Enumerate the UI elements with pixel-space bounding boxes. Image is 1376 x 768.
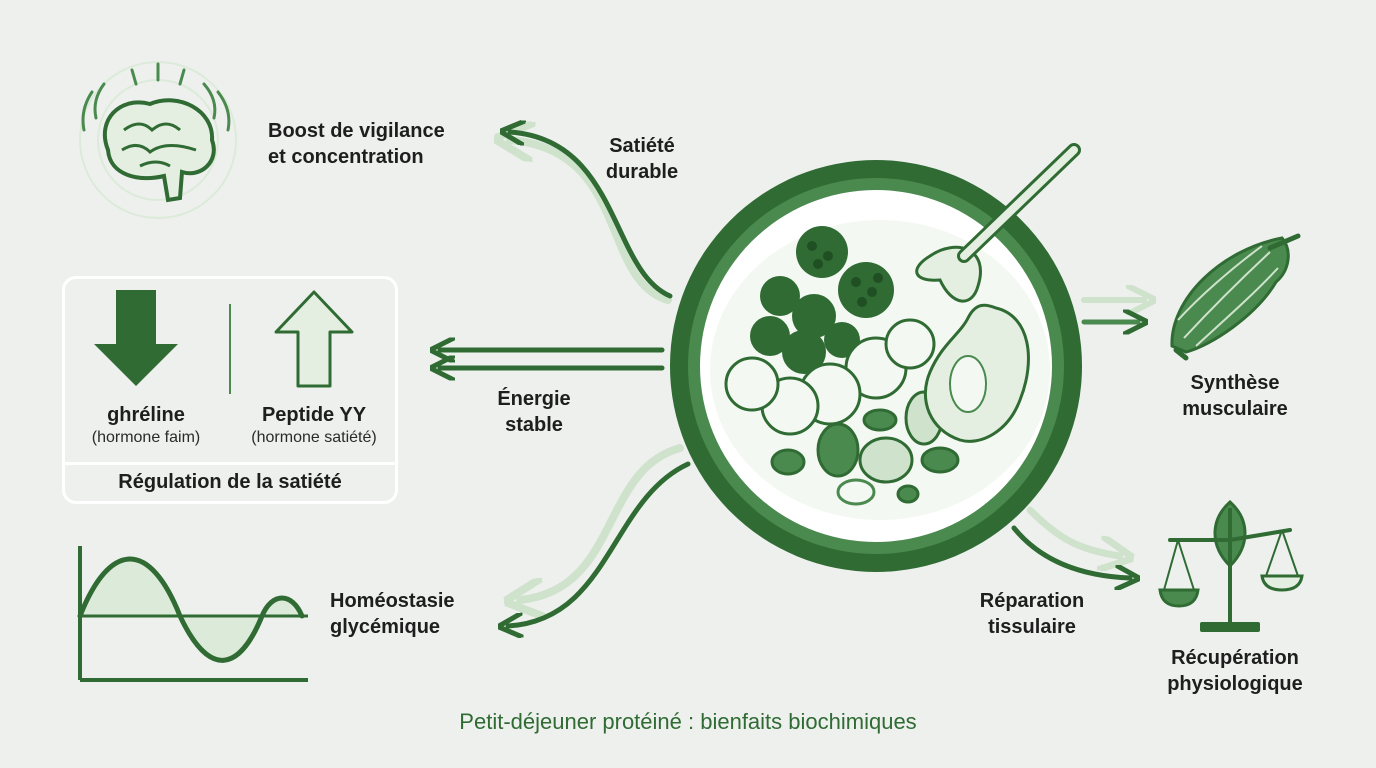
arrow-to-synthese [1081, 300, 1144, 322]
protein-bowl-illustration [670, 143, 1082, 572]
brain-icon [79, 61, 237, 219]
peptide-yy-block: Peptide YY (hormone satiété) [230, 402, 398, 448]
arrow-up-icon [274, 290, 354, 388]
caption: Petit-déjeuner protéiné : bienfaits bioc… [459, 709, 917, 734]
label-satiete: Satiété durable [582, 133, 702, 185]
label-reparation-line1: Réparation [979, 590, 1085, 612]
label-homeostasie-line1: Homéostasie [330, 590, 455, 612]
ghreline-sub: (hormone faim) [91, 429, 201, 446]
label-recuperation: Récupération physiologique [1146, 645, 1324, 697]
label-homeostasie: Homéostasie glycémique [330, 588, 455, 640]
arrow-down-icon [94, 290, 178, 386]
label-energie-line2: stable [505, 414, 563, 436]
glycemic-wave-icon [77, 546, 308, 682]
regulation-footer-text: Régulation de la satiété [118, 471, 342, 493]
label-energie-line1: Énergie [497, 388, 571, 410]
label-vigilance-line1: Boost de vigilance [268, 120, 445, 142]
label-synthese: Synthèse musculaire [1160, 370, 1310, 422]
label-energie: Énergie stable [474, 386, 594, 438]
muscle-icon [1170, 233, 1301, 361]
peptide-yy-name: Peptide YY [261, 404, 367, 426]
arrow-to-vigilance [510, 132, 673, 304]
ghreline-block: ghréline (hormone faim) [62, 402, 230, 448]
label-recuperation-line2: physiologique [1167, 673, 1303, 695]
ghreline-name: ghréline [107, 404, 185, 426]
label-reparation-line2: tissulaire [988, 616, 1076, 638]
regulation-panel [62, 276, 398, 504]
label-satiete-line2: durable [605, 161, 679, 183]
regulation-footer: Régulation de la satiété [62, 469, 398, 495]
label-vigilance-line2: et concentration [268, 146, 424, 168]
arrow-to-recuperation [1011, 506, 1130, 578]
arrow-to-homeostasie [508, 444, 691, 626]
label-recuperation-line1: Récupération [1171, 647, 1299, 669]
label-vigilance: Boost de vigilance et concentration [268, 118, 445, 170]
panel-footer-divider [65, 462, 395, 465]
label-synthese-line2: musculaire [1182, 398, 1288, 420]
label-reparation: Réparation tissulaire [962, 588, 1102, 640]
peptide-yy-sub: (hormone satiété) [251, 429, 377, 446]
label-synthese-line1: Synthèse [1190, 372, 1280, 394]
balance-leaf-icon [1158, 499, 1304, 632]
arrow-to-regulation [440, 350, 665, 368]
label-homeostasie-line2: glycémique [330, 616, 441, 638]
label-satiete-line1: Satiété [609, 135, 675, 157]
